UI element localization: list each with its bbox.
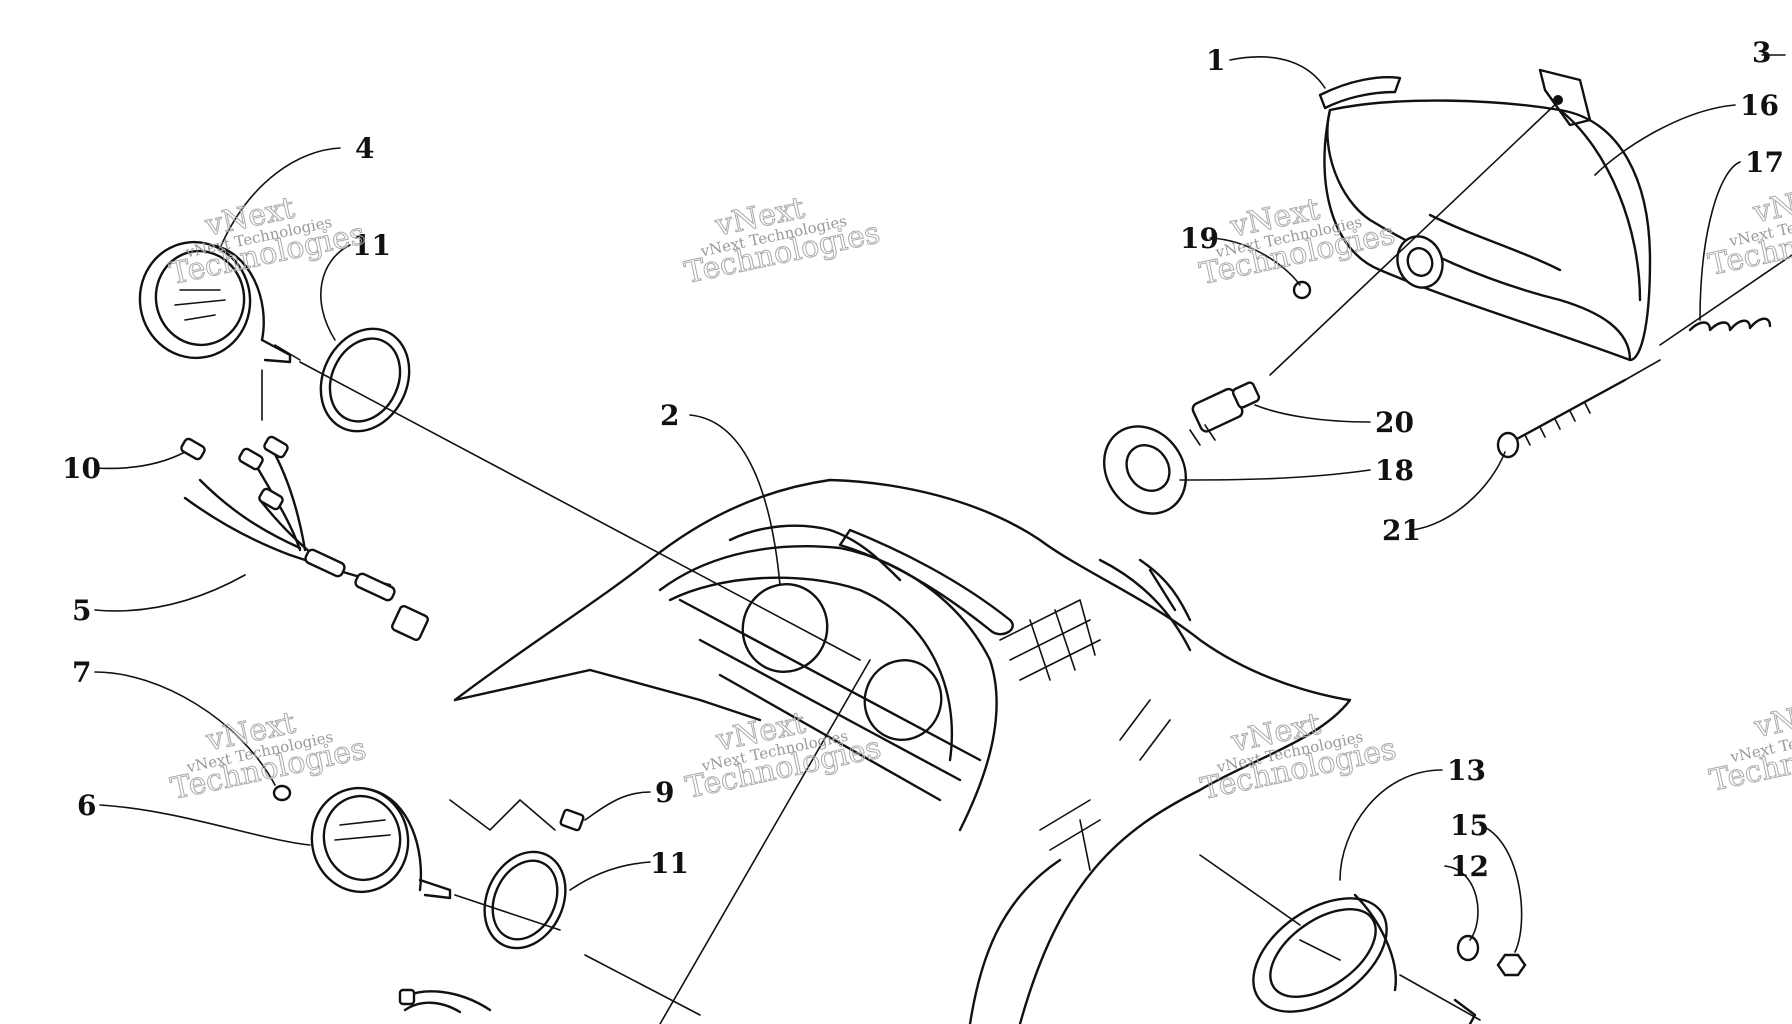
leader-ring-axis <box>659 659 871 1024</box>
callout-4: 4 <box>355 132 374 165</box>
nut-15 <box>1496 953 1527 977</box>
leader-tach-bracket <box>449 798 556 832</box>
callout-11-lower: 11 <box>650 847 689 880</box>
leader-speedo-axis <box>299 361 861 661</box>
watermark-mid-far-right: vNext vNext Technologies Technologies <box>1706 692 1792 799</box>
callout-12: 12 <box>1450 850 1489 883</box>
headlight-housing <box>1323 68 1652 362</box>
watermark-mid-right: vNext vNext Technologies Technologies <box>1197 706 1399 807</box>
hood-gauge-openings <box>678 583 982 802</box>
callout-7: 7 <box>72 656 91 689</box>
screw-19 <box>1292 280 1312 300</box>
bezel-ring-upper <box>319 327 411 433</box>
callout-13: 13 <box>1447 754 1486 787</box>
watermark-top-center: vNext vNext Technologies Technologies <box>681 190 883 291</box>
watermark-top-far-right: vNext vNext Technologies Technologies <box>1705 177 1792 283</box>
retaining-ring-18 <box>1102 425 1188 515</box>
hood-hatching <box>999 558 1192 871</box>
callout-labels: 1 2 3 4 5 6 7 9 10 11 11 12 13 15 16 17 … <box>62 36 1784 883</box>
indicator-gauge <box>1252 893 1397 1013</box>
clip-1 <box>1318 75 1402 110</box>
leader-ring-lower <box>584 954 701 1016</box>
watermark-top-right: vNext vNext Technologies Technologies <box>1196 191 1398 292</box>
callout-3: 3 <box>1752 36 1771 69</box>
callout-6: 6 <box>77 789 96 822</box>
leader-bulb-axis <box>1269 99 1561 376</box>
callout-17: 17 <box>1745 146 1784 179</box>
callout-2: 2 <box>660 399 679 432</box>
leader-indicator-axis-2 <box>1399 974 1481 1021</box>
spring-17 <box>1659 254 1792 346</box>
callout-1: 1 <box>1206 44 1225 77</box>
bottom-stud <box>1453 998 1477 1024</box>
screw-7 <box>272 784 292 802</box>
leader-indicator-axis <box>1199 854 1301 926</box>
wiring-harness <box>180 369 429 642</box>
bulb-20 <box>1189 381 1261 446</box>
leader-tach-axis <box>454 894 561 931</box>
watermark-top-left: vNext vNext Technologies Technologies <box>166 190 368 292</box>
callout-11-upper: 11 <box>352 229 391 262</box>
callout-21: 21 <box>1382 514 1421 547</box>
callout-19: 19 <box>1180 222 1219 255</box>
bulb-socket <box>1396 235 1444 289</box>
callout-16: 16 <box>1740 89 1779 122</box>
hood-vent <box>838 528 1014 636</box>
tachometer-gauge <box>310 786 452 900</box>
watermark-mid-left: vNext vNext Technologies Technologies <box>167 705 369 807</box>
washer-12 <box>1456 934 1480 962</box>
screw-21 <box>1496 359 1661 459</box>
callout-10: 10 <box>62 452 101 485</box>
callout-20: 20 <box>1375 406 1414 439</box>
callout-9: 9 <box>655 776 674 809</box>
callout-5: 5 <box>72 594 91 627</box>
clip-bottom-left <box>398 988 492 1014</box>
callout-leaders <box>94 54 1786 953</box>
bezel-ring-lower <box>483 850 567 950</box>
bulb-9 <box>559 808 585 832</box>
callout-18: 18 <box>1375 454 1414 487</box>
speedometer-gauge <box>138 240 301 364</box>
callout-15: 15 <box>1450 809 1489 842</box>
hood-panel <box>453 478 1352 1024</box>
